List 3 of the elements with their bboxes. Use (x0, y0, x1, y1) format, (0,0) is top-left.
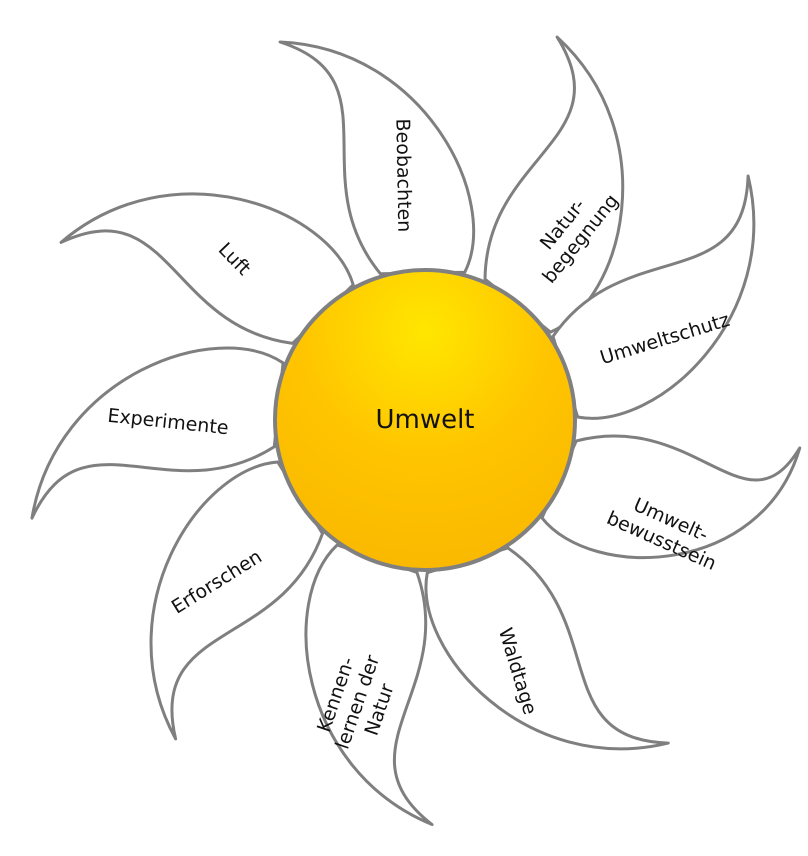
center-label: Umwelt (375, 405, 475, 435)
petal-label: Beobachten (390, 117, 416, 234)
petal-label: Experimente (106, 404, 231, 442)
